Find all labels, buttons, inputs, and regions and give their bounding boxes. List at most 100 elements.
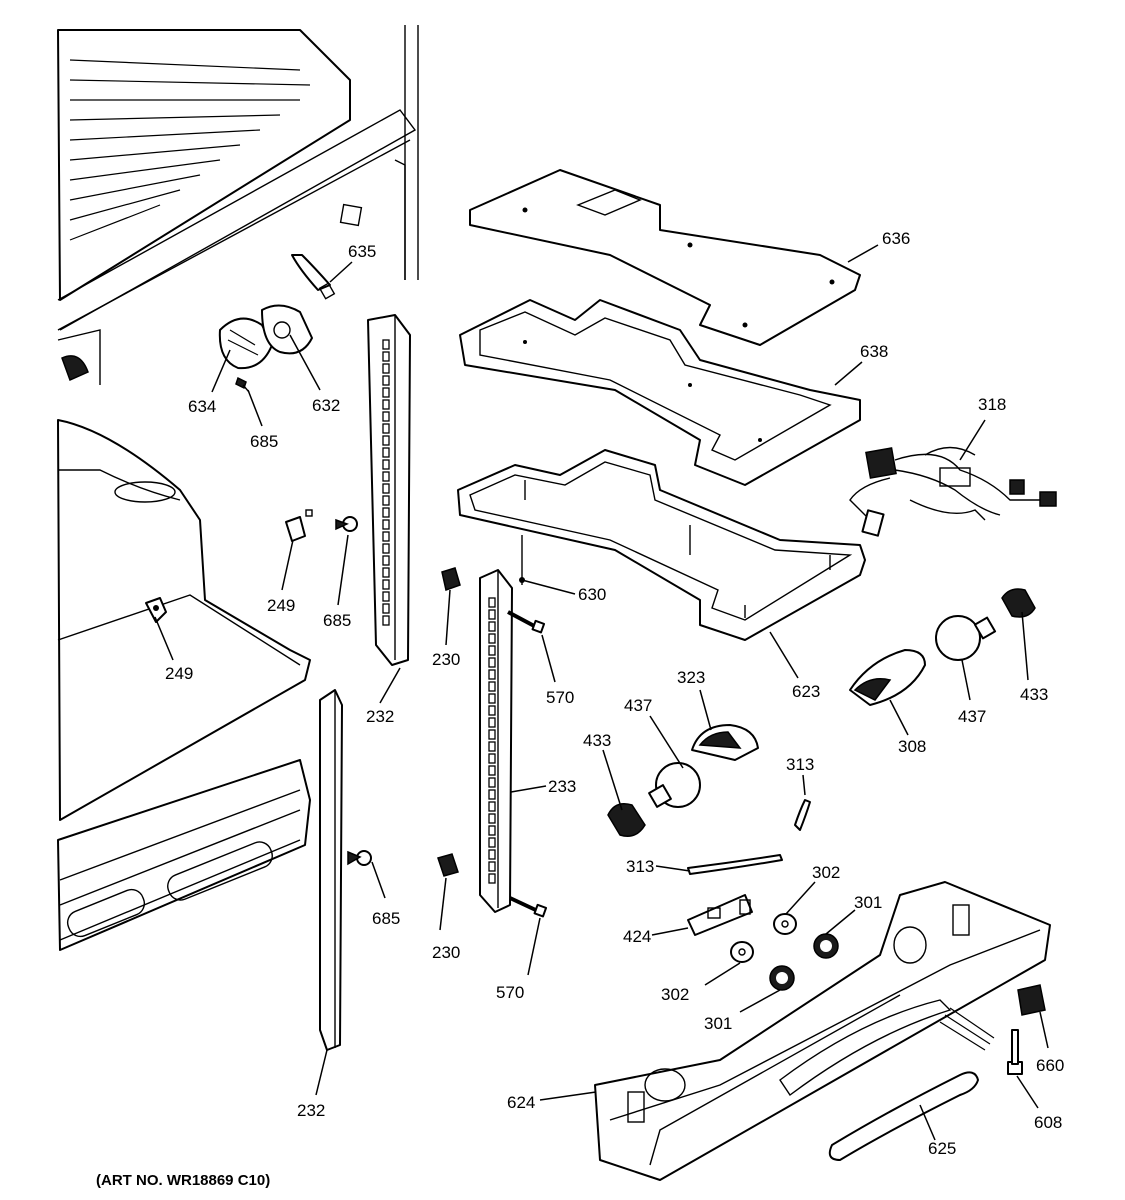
callout-570-a: 570 (546, 688, 574, 707)
callout-685-c: 685 (372, 909, 400, 928)
callout-685-b: 685 (323, 611, 351, 630)
callout-230-b: 230 (432, 943, 460, 962)
rail-slot (382, 471, 390, 482)
rail-slot (488, 669, 496, 680)
rail-slot (488, 801, 496, 812)
part-433-socket-a[interactable] (607, 803, 646, 837)
part-424-switch[interactable] (687, 894, 753, 936)
part-302-washer-a[interactable] (773, 913, 797, 935)
part-230-clip-b[interactable] (437, 853, 459, 877)
callout-323: 323 (677, 668, 705, 687)
callout-437-b: 437 (958, 707, 986, 726)
part-623-housing[interactable] (457, 449, 866, 641)
part-308-lamp-shield[interactable] (849, 649, 926, 706)
part-634-lamp-socket[interactable] (218, 317, 273, 370)
rail-slot (488, 729, 496, 740)
part-636-cover[interactable] (469, 169, 861, 346)
part-313-tube-b[interactable] (687, 854, 783, 875)
leader-lines (154, 244, 1049, 1141)
part-323-lamp-shield[interactable] (691, 724, 759, 761)
part-685-screw-c[interactable] (347, 850, 372, 866)
part-301-gear-a[interactable] (813, 933, 839, 959)
rail-slot (488, 765, 496, 776)
part-230-clip-a[interactable] (441, 567, 461, 591)
rail-slot (382, 459, 390, 470)
rail-slot (488, 609, 496, 620)
rail-slot (488, 813, 496, 824)
rail-slot (488, 837, 496, 848)
rail-slot (488, 861, 496, 872)
part-249-bracket-a[interactable] (285, 509, 313, 542)
rail-slot (382, 531, 390, 542)
callout-233: 233 (548, 777, 576, 796)
rail-slot (488, 657, 496, 668)
part-249-bracket-b[interactable] (145, 597, 167, 623)
part-232-rail-upper[interactable] (367, 314, 411, 666)
part-632-lamp-cover[interactable] (261, 304, 313, 355)
callout-570-b: 570 (496, 983, 524, 1002)
callout-232-b: 232 (297, 1101, 325, 1120)
part-233-rail[interactable] (479, 569, 513, 913)
rail-slot (382, 579, 390, 590)
callout-625: 625 (928, 1139, 956, 1158)
part-437-bulb-a[interactable] (648, 762, 701, 808)
callout-230-a: 230 (432, 650, 460, 669)
rail-slot (488, 693, 496, 704)
part-437-bulb-b[interactable] (935, 615, 997, 661)
part-570-screw-a[interactable] (507, 610, 546, 634)
rail-slot (382, 375, 390, 386)
part-630-screw[interactable] (519, 535, 525, 585)
rail-slot (488, 597, 496, 608)
rail-slot (382, 387, 390, 398)
part-232-rail-lower[interactable] (319, 689, 343, 1051)
callout-630: 630 (578, 585, 606, 604)
callout-313-b: 313 (626, 857, 654, 876)
callout-623: 623 (792, 682, 820, 701)
rail-slot (382, 399, 390, 410)
callout-437-a: 437 (624, 696, 652, 715)
part-570-screw-b[interactable] (509, 896, 548, 918)
rail-slot (382, 495, 390, 506)
part-433-socket-b[interactable] (1001, 588, 1036, 618)
part-318-harness[interactable] (849, 446, 1057, 537)
callout-660: 660 (1036, 1056, 1064, 1075)
callout-634: 634 (188, 397, 216, 416)
art-number: (ART NO. WR18869 C10) (96, 1172, 270, 1189)
part-660-relay[interactable] (1017, 984, 1046, 1016)
rail-slot (382, 423, 390, 434)
rail-slot (488, 873, 496, 884)
rail-slot (488, 681, 496, 692)
part-302-washer-b[interactable] (730, 941, 754, 963)
callout-232-a: 232 (366, 707, 394, 726)
part-301-gear-b[interactable] (769, 965, 795, 991)
rail-slot (488, 717, 496, 728)
rail-slot (382, 447, 390, 458)
part-608-bolt[interactable] (1007, 1029, 1023, 1075)
callout-313-a: 313 (786, 755, 814, 774)
rail-slot (382, 363, 390, 374)
callout-636: 636 (882, 229, 910, 248)
callout-308: 308 (898, 737, 926, 756)
part-685-screw-a[interactable] (235, 376, 250, 393)
callout-249-a: 249 (267, 596, 295, 615)
part-685-screw-b[interactable] (335, 516, 358, 532)
callout-302-b: 302 (661, 985, 689, 1004)
rail-slot (382, 483, 390, 494)
rail-slot (382, 591, 390, 602)
part-624-control-housing[interactable] (594, 881, 1051, 1181)
callout-249-b: 249 (165, 664, 193, 683)
rail-slot (488, 849, 496, 860)
callout-608: 608 (1034, 1113, 1062, 1132)
rail-slot (382, 435, 390, 446)
part-625-diffuser[interactable] (828, 1007, 995, 1161)
rail-slot (488, 705, 496, 716)
part-313-tube-a[interactable] (794, 799, 811, 831)
callout-318: 318 (978, 395, 1006, 414)
callout-624: 624 (507, 1093, 535, 1112)
part-638-insulation[interactable] (459, 299, 861, 486)
callout-433-a: 433 (583, 731, 611, 750)
part-635-tube[interactable] (291, 254, 336, 300)
callout-638: 638 (860, 342, 888, 361)
callout-635: 635 (348, 242, 376, 261)
